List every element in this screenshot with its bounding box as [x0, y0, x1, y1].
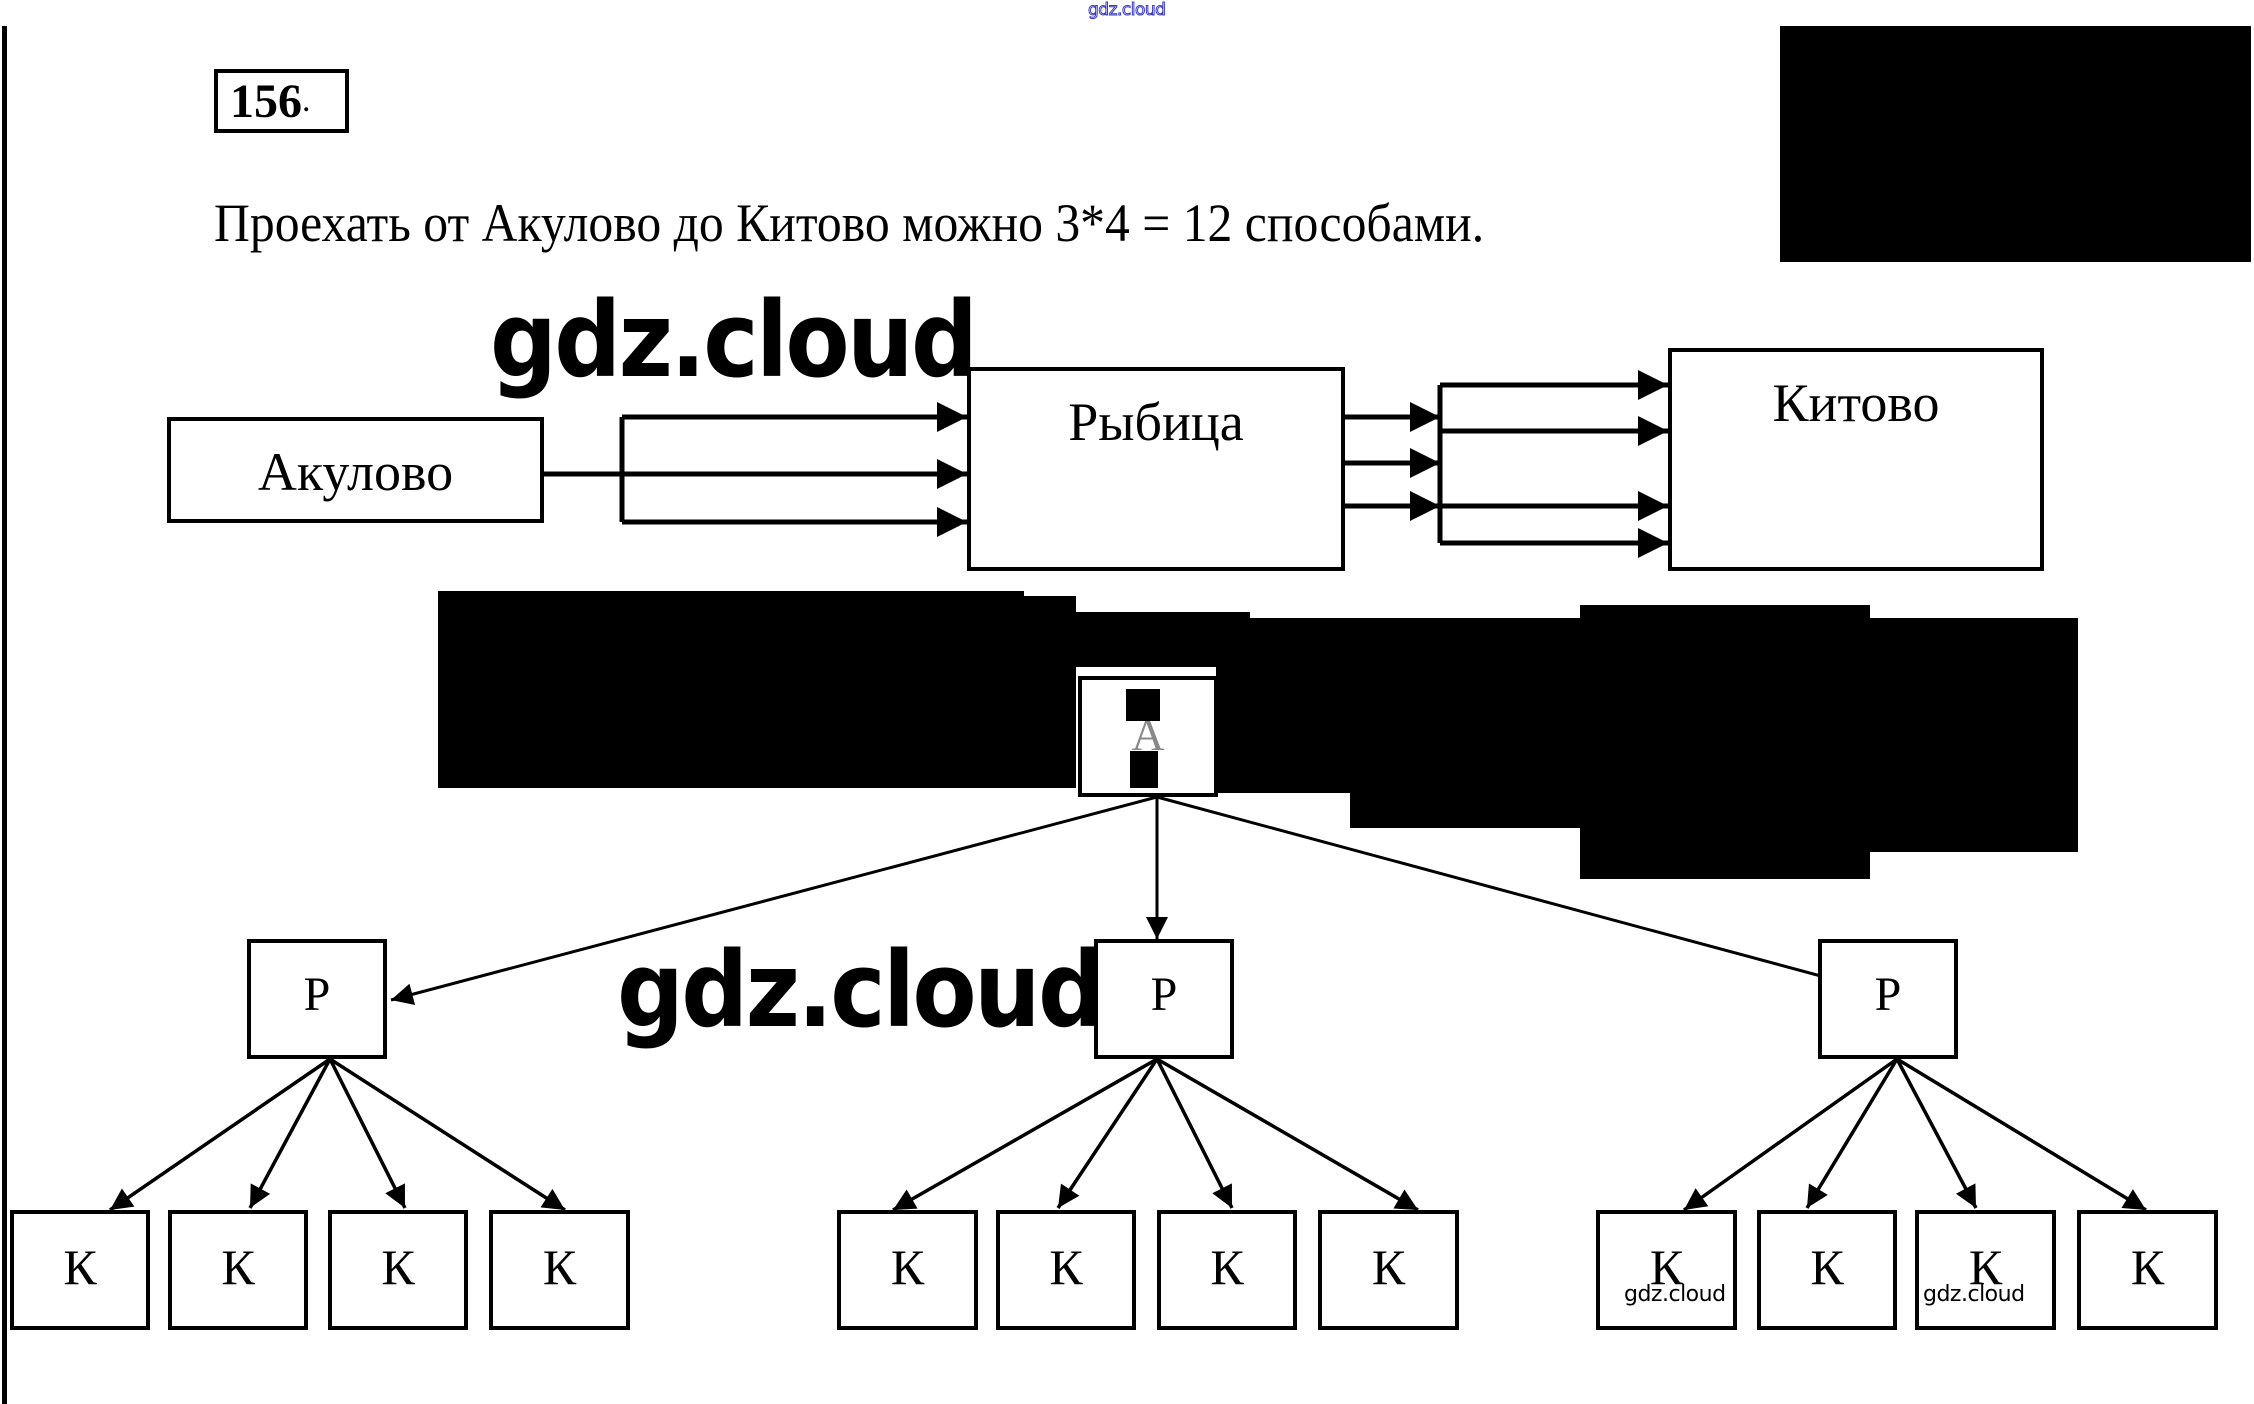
tree-level2-node: К [1157, 1210, 1297, 1330]
watermark-small-1: gdz.cloud [1624, 1282, 1726, 1307]
tree-edge [1896, 1057, 2147, 1212]
tree-edge [1805, 1058, 1899, 1209]
tree-level2-label: К [1049, 1239, 1083, 1295]
redaction-block-top-right [1780, 26, 2251, 262]
tree-edge [390, 795, 1158, 1005]
redaction-block [438, 591, 1024, 788]
problem-number-suffix: . [302, 82, 311, 119]
tree-level2-label: К [542, 1239, 577, 1295]
tree-edge [1682, 1057, 1899, 1212]
watermark-small-2: gdz.cloud [1923, 1282, 2025, 1307]
tree-level1-node: Р [1818, 939, 1958, 1059]
tree-edge [1155, 1058, 1234, 1209]
tree-edge [1156, 1057, 1419, 1212]
tree-level2-node: К [1318, 1210, 1459, 1330]
tree-level1-node: Р [247, 939, 387, 1059]
tree-edge [1056, 1058, 1159, 1209]
tree-level1-label: Р [1874, 968, 1902, 1021]
tree-edge [1895, 1058, 1978, 1209]
redaction-block [1350, 790, 1585, 828]
tree-level2-node: К [489, 1210, 630, 1330]
problem-number: 156 [230, 74, 302, 128]
tree-level2-node: К [2077, 1210, 2218, 1330]
redaction-block [1130, 751, 1158, 788]
tree-level2-label: К [1810, 1239, 1844, 1295]
tree-level2-label: К [63, 1239, 97, 1295]
tree-level2-node: К [328, 1210, 468, 1330]
tree-edge [328, 1058, 407, 1209]
tree-level2-label: К [2130, 1239, 2165, 1295]
tree-level2-node: К [1757, 1210, 1897, 1330]
problem-number-box: 156. [214, 69, 349, 133]
tree-level1-label: Р [303, 968, 331, 1021]
left-border-rule [2, 26, 7, 1404]
tree-edge [248, 1058, 332, 1209]
top-watermark: gdz.cloud [1087, 0, 1166, 21]
town-box-middle: Рыбица [967, 367, 1345, 571]
redaction-block [1616, 618, 2078, 852]
town-label-end: Китово [1772, 373, 1940, 433]
redaction-block [1020, 596, 1076, 788]
tree-level2-label: К [381, 1239, 415, 1295]
town-box-end: Китово [1668, 348, 2044, 571]
tree-level2-label: К [1210, 1239, 1244, 1295]
tree-edge [1156, 795, 1844, 987]
tree-level2-node: К gdz.cloud [1915, 1210, 2056, 1330]
tree-level1-label: Р [1150, 968, 1178, 1021]
redaction-block [1216, 618, 1616, 793]
tree-level2-label: К [1968, 1239, 2003, 1295]
roads-start-to-middle [543, 402, 967, 537]
tree-edge [329, 1057, 566, 1212]
roads-middle-to-end [1343, 370, 1668, 558]
town-box-start: Акулово [167, 417, 544, 523]
tree-edges-level2 [109, 1057, 2147, 1212]
tree-level2-node: К gdz.cloud [1596, 1210, 1737, 1330]
tree-level2-label: К [221, 1239, 255, 1295]
tree-level2-node: К [10, 1210, 150, 1330]
town-label-middle: Рыбица [1068, 392, 1244, 452]
tree-level2-node: К [168, 1210, 308, 1330]
tree-level2-label: К [1371, 1239, 1406, 1295]
tree-level2-label: К [890, 1239, 925, 1295]
tree-level2-node: К [837, 1210, 978, 1330]
watermark-large-1: gdz.cloud [490, 279, 978, 401]
watermark-large-2: gdz.cloud [617, 929, 1105, 1051]
problem-statement: Проехать от Акулово до Китово можно 3*4 … [214, 193, 1485, 253]
tree-level2-label: К [1649, 1239, 1684, 1295]
tree-edge [109, 1057, 331, 1212]
tree-edges-level1 [390, 795, 1844, 1005]
tree-level2-node: К [996, 1210, 1136, 1330]
redaction-block [1126, 689, 1160, 721]
tree-edge [892, 1057, 1158, 1212]
tree-root-node: А [1078, 676, 1218, 797]
town-label-start: Акулово [257, 442, 454, 502]
tree-level1-node: Р [1094, 939, 1234, 1059]
